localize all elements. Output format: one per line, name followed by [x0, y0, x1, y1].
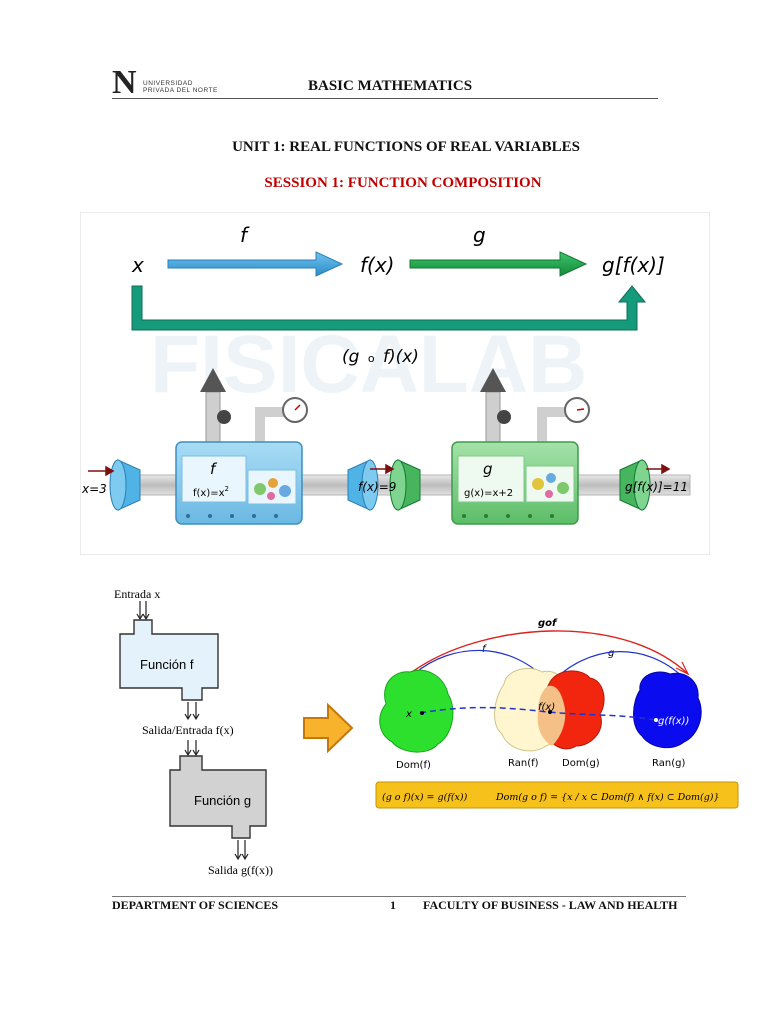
header-rule [112, 98, 658, 99]
machine-f-name: f [210, 460, 218, 478]
right-arrow-icon [303, 702, 354, 754]
ran-g-set [633, 671, 702, 749]
footer-faculty: FACULTY OF BUSINESS - LAW AND HEALTH [423, 898, 678, 912]
ran-g-label: Ran(g) [652, 758, 685, 769]
gfx-label: g[f(x)] [602, 253, 665, 277]
flow-mid-arrows [184, 702, 200, 721]
f-curve-label: f [482, 644, 487, 655]
function-g-box-label: Función g [194, 793, 251, 808]
g-label: g [473, 223, 486, 247]
svg-text:f(x)=x2: f(x)=x2 [193, 485, 229, 499]
dom-f-set [379, 669, 454, 753]
overlap-set [537, 685, 566, 746]
formula-left: (g o f)(x) = g(f(x)) [382, 792, 468, 803]
function-g-box [169, 755, 267, 839]
unit-title: UNIT 1: REAL FUNCTIONS OF REAL VARIABLES [232, 139, 580, 155]
composite-label-end: f)(x) [383, 347, 419, 367]
function-flow-diagram: Entrada x Función f Salida/Entrada f(x) … [114, 587, 273, 877]
machine-g-chimney-arrow [480, 368, 506, 392]
machine-f-chimney-arrow [200, 368, 226, 392]
domain-range-diagram: gof f g x f(x) g(f(x)) Dom(f) Ran(f) Dom… [375, 618, 739, 809]
gof-label: gof [538, 618, 558, 629]
mapping-dashed-line [419, 706, 655, 721]
g-curve-label: g [608, 648, 614, 659]
machine-g-rule: g(x)=x+2 [464, 488, 513, 499]
composition-machine-figure: FISICALAB x f f(x) g g[f(x)] (g o f)(x) [80, 212, 710, 555]
fx-point-label: f(x) [538, 702, 555, 713]
logo-line-1: UNIVERSIDAD [143, 80, 193, 87]
g-arrow [409, 251, 588, 277]
footer-rule [112, 896, 686, 897]
logo-letter: N [112, 64, 137, 101]
watermark: FISICALAB [150, 319, 587, 410]
gof-curve [411, 630, 689, 675]
formula-right: Dom(g o f) = {x / x ⊂ Dom(f) ∧ f(x) ⊂ Do… [495, 792, 720, 803]
f-arrow [167, 251, 344, 277]
flow-mid-arrows-2 [184, 740, 200, 757]
input-value-label: x=3 [81, 482, 107, 496]
machine-f-exponent: 2 [225, 485, 229, 493]
svg-text:(g o f)(x): (g o f)(x) [342, 347, 419, 367]
page-number: 1 [390, 898, 396, 912]
flow-output-arrows [234, 840, 249, 861]
document-title: BASIC MATHEMATICS [308, 78, 473, 94]
machine-f [175, 368, 308, 525]
machine-g-name: g [483, 460, 493, 478]
composite-label-start: (g [342, 347, 360, 367]
session-title: SESSION 1: FUNCTION COMPOSITION [264, 175, 542, 191]
flow-arrows [88, 463, 671, 477]
f-label: f [240, 223, 250, 247]
composite-circ: o [368, 352, 375, 365]
university-logo-text: UNIVERSIDAD PRIVADA DEL NORTE [143, 80, 218, 94]
logo-line-2: PRIVADA DEL NORTE [143, 87, 218, 94]
dom-f-label: Dom(f) [396, 760, 431, 771]
dom-g-label: Dom(g) [562, 758, 600, 769]
middle-value-label: f(x)=9 [358, 480, 396, 494]
flow-output-label: Salida g(f(x)) [208, 863, 273, 877]
gfx-point-label: g(f(x)) [658, 716, 689, 727]
composite-arrow [131, 285, 647, 331]
footer-department: DEPARTMENT OF SCIENCES [112, 898, 279, 912]
x-label: x [131, 253, 144, 277]
function-f-box-label: Función f [140, 657, 194, 672]
ran-f-label: Ran(f) [508, 758, 539, 769]
function-f-box [119, 619, 219, 701]
fx-label: f(x) [360, 253, 394, 277]
x-point-label: x [405, 709, 412, 720]
flow-mid-label: Salida/Entrada f(x) [142, 723, 234, 737]
machine-f-rule: f(x)=x [193, 488, 225, 499]
formula-box [375, 781, 739, 809]
machine-g [451, 368, 590, 525]
output-value-label: g[f(x)]=11 [625, 480, 688, 494]
flow-input-label: Entrada x [114, 587, 160, 601]
flow-input-arrows [136, 601, 150, 621]
